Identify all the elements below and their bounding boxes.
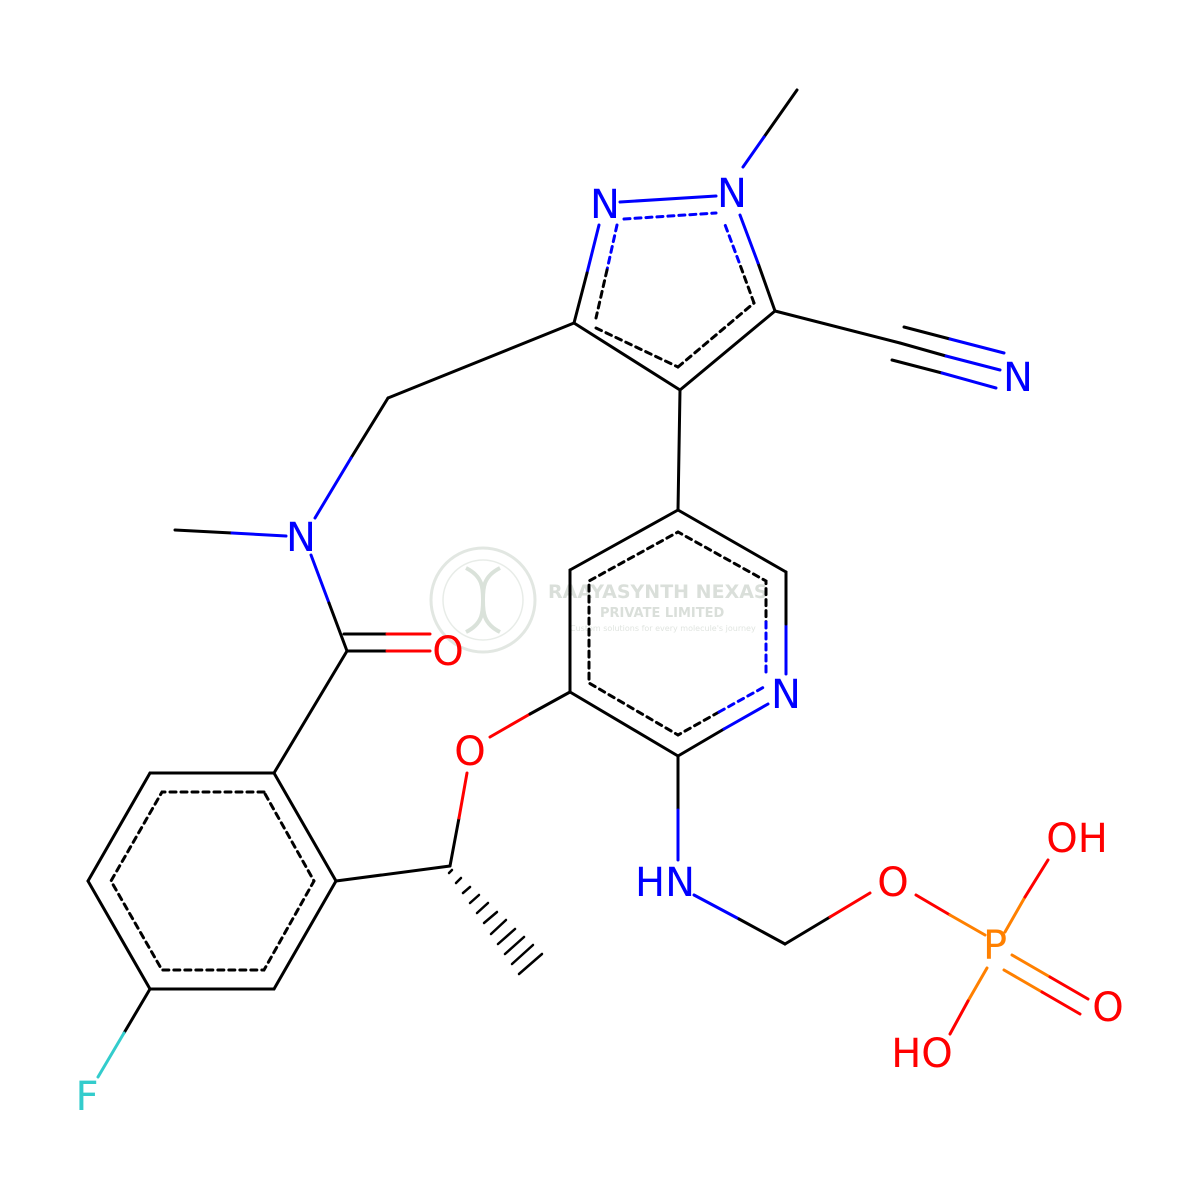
bond-p-o-double-2-p [1002,968,1044,994]
bond-ch2-n-n [313,456,353,520]
bond-ch2-o [783,915,832,946]
bond-c5-n1-n [738,213,760,265]
watermark-logo-inner-ring [442,559,524,641]
bond-p-oh-bottom [948,999,970,1036]
bond-n2-c3 [572,271,589,325]
bond-n2-c3-n [585,223,601,275]
bond-py-4 [676,727,726,758]
bond-chiral-o [448,816,461,868]
dna-icon [465,566,501,634]
watermark-subtitle: PRIVATE LIMITED [600,606,725,621]
bond-c5-n1-aromatic-n [722,220,741,264]
atom-oh-phosphate-bottom: HO [891,1031,953,1077]
bond-n-carbonyl [327,601,349,653]
bond-n-carbonyl-n [309,553,331,605]
benzene-aromatic-ring [109,790,316,972]
bond-ar-5 [272,879,338,991]
atom-oh-phosphate-top: OH [1046,816,1108,862]
bond-c4-c5-aromatic [676,301,756,369]
bond-p-oh-top-p [1003,895,1027,934]
atom-n-amide: N [286,515,316,561]
bond-nitrile-3-n [940,371,998,390]
bond-nitrile-2 [898,341,948,358]
company-watermark: RAAYASYNTH NEXAS PRIVATE LIMITED Custom … [429,546,768,654]
atom-p-phosphate: P [983,923,1007,969]
bond-c3-ch2 [386,321,576,400]
bond-c5-cn [773,309,902,345]
watermark-company: RAAYASYNTH NEXAS [548,581,768,603]
atom-n-pyrazole-2: N [590,182,620,228]
bond-ar-f-f [96,1031,126,1079]
bond-n2-n1-aromatic [622,211,718,221]
bond-c3-c4-aromatic [594,326,680,369]
bond-ar-6 [272,771,338,883]
bond-nh-ch2-n [692,893,741,921]
bond-n2-c3-aromatic [594,268,609,320]
bond-p-oh-bottom-p [966,966,989,1003]
bond-ch2-n [349,396,390,460]
bond-nitrile-1-n [948,337,1006,355]
bond-nitrile-2-n [944,354,1002,372]
atom-n-pyrazole-1: N [717,171,747,217]
bond-o-p-o [914,893,952,917]
atom-labels: N N N N O N O HN O P OH O HO F [75,171,1123,1120]
bond-ar-chiral [334,864,452,883]
watermark-tagline: Custom solutions for every molecule's jo… [570,624,756,633]
bond-amide-methyl-n [230,531,288,538]
bond-nitrile-3 [890,358,944,375]
atom-nh-amine: HN [635,860,695,906]
atom-o-phosphate-double: O [1092,985,1123,1031]
bond-p-o-double-1-p [1010,953,1052,979]
bond-methyl-n1-n [741,135,766,169]
bond-p-o-double-2 [1040,990,1082,1016]
bond-pyrazole-pyridine [676,388,682,512]
hashed-wedge-methyl [447,868,544,976]
bond-py-4-n [722,702,770,731]
bond-py-3 [568,690,680,758]
bond-amide-methyl [173,528,234,535]
bonds [86,88,1090,1079]
bond-chiral-o-o [457,771,469,820]
atom-f-aryl: F [75,1074,98,1120]
bond-nitrile-1 [902,325,952,341]
bond-p-oh-top [1023,858,1050,899]
atom-n-pyridine: N [771,672,801,718]
bond-o-p [948,913,987,937]
pyridine-aromatic-n-bottom [717,685,766,714]
bond-c5-n1-aromatic [737,260,756,305]
bond-ar-2 [86,771,152,883]
bond-p-o-double-1 [1048,975,1090,1001]
bond-carbonyl-aryl [272,649,349,775]
bond-ch2-o-o [828,891,872,919]
bond-n2-c3-aromatic-n [605,223,619,272]
bond-ar-3 [86,879,152,991]
bond-py-1 [568,508,680,572]
bond-py-6 [676,508,788,574]
bond-o-pyridine-o [488,712,532,739]
bond-n2-n1 [618,194,718,204]
atom-o-linker: O [877,860,908,906]
atom-o-carbonyl: O [432,629,463,675]
watermark-logo-ring [429,546,537,654]
bond-c5-n1 [756,261,777,313]
bond-ar-f [122,987,152,1035]
bond-o-pyridine [528,690,572,716]
bond-c4-c5 [678,309,777,392]
bond-nh-ch2 [737,917,787,946]
atom-o-ether: O [454,729,485,775]
pyridine-aromatic-ring [587,530,768,737]
bond-c3-c4 [572,321,682,392]
atom-n-nitrile: N [1003,355,1033,401]
bond-methyl-n1 [762,88,799,139]
